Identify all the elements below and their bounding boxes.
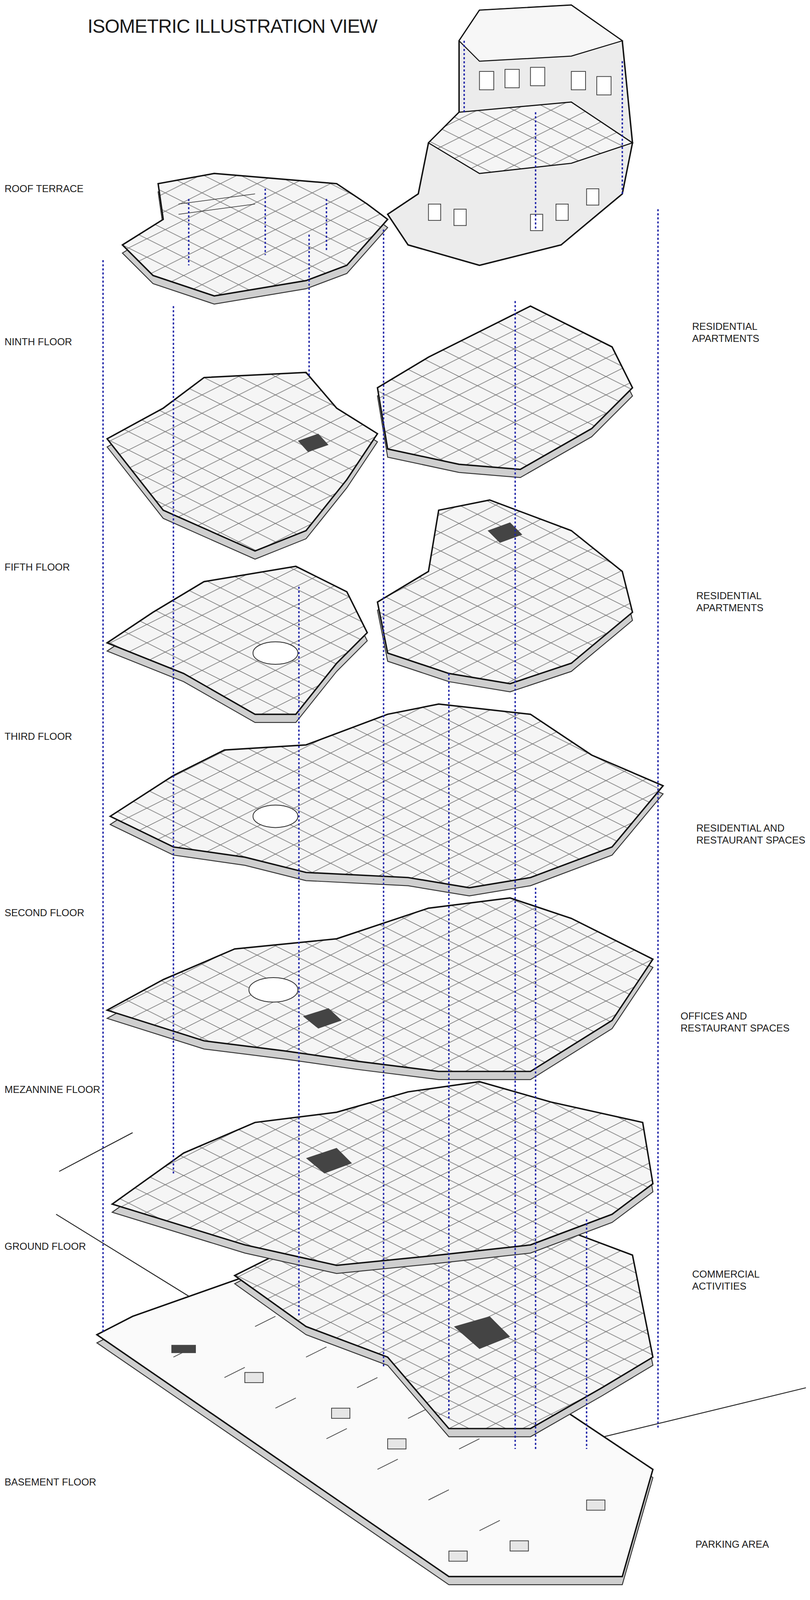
floor-label: SECOND FLOOR	[2, 906, 86, 920]
floor-label: BASEMENT FLOOR	[2, 1475, 98, 1490]
floor-label: GROUND FLOOR	[2, 1239, 88, 1254]
second-floor-plate	[107, 897, 653, 1080]
alignment-lines	[102, 40, 658, 1450]
diagram-title: ISOMETRIC ILLUSTRATION VIEW	[85, 14, 379, 39]
residential-tower	[387, 4, 633, 266]
function-label: OFFICES AND RESTAURANT SPACES	[678, 1009, 807, 1036]
function-label: PARKING AREA	[693, 1537, 771, 1552]
function-label: RESIDENTIAL AND RESTAURANT SPACES	[694, 821, 810, 848]
floor-label: ROOF TERRACE	[2, 182, 86, 196]
third-floor-plate	[110, 704, 664, 896]
mezzanine-floor-plate	[112, 1081, 653, 1274]
floor-label: NINTH FLOOR	[2, 335, 74, 349]
roof-terrace-plate	[122, 173, 388, 305]
fifth-floor-plate	[107, 500, 633, 723]
floor-label: THIRD FLOOR	[2, 729, 74, 744]
function-label: COMMERCIAL ACTIVITIES	[690, 1267, 810, 1294]
function-label: RESIDENTIAL APARTMENTS	[694, 589, 810, 615]
floor-label: FIFTH FLOOR	[2, 560, 72, 575]
ninth-floor-plate	[107, 306, 633, 560]
floor-label: MEZANNINE FLOOR	[2, 1083, 103, 1097]
function-label: RESIDENTIAL APARTMENTS	[690, 319, 810, 346]
